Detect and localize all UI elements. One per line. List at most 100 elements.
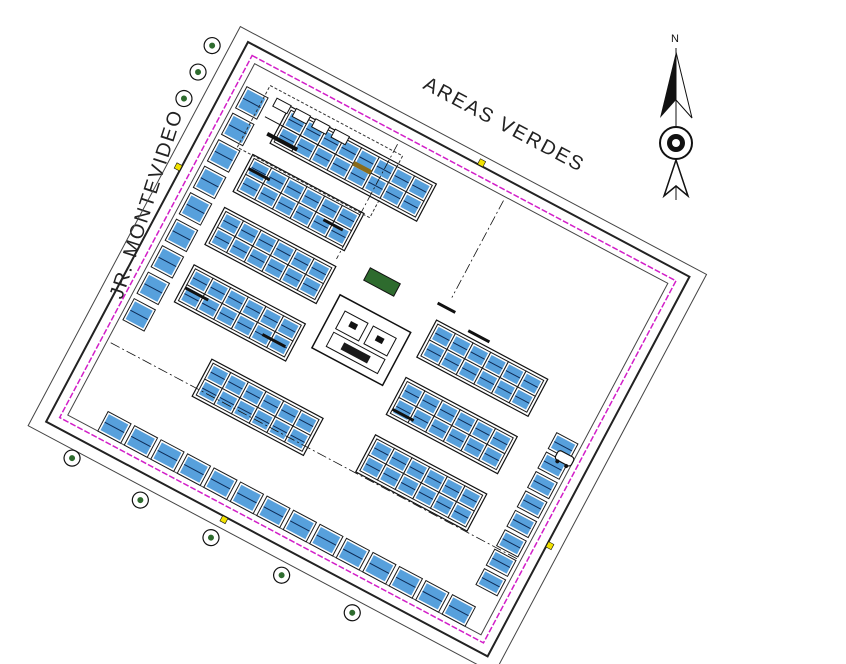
- stall: [379, 181, 407, 209]
- stall: [414, 579, 450, 613]
- stall: [506, 509, 538, 539]
- stall: [256, 495, 291, 529]
- tree-icon: [202, 529, 220, 547]
- stall: [495, 529, 527, 558]
- market-block: [204, 206, 337, 305]
- stall: [178, 191, 213, 226]
- tree-icon: [273, 566, 291, 584]
- tree-icon: [131, 491, 149, 509]
- stall: [547, 431, 579, 461]
- car-icon: [554, 450, 575, 469]
- stall: [361, 172, 390, 199]
- stall: [283, 425, 312, 453]
- market-block: [232, 153, 365, 252]
- stall: [394, 472, 422, 500]
- stall: [136, 271, 171, 306]
- stall: [420, 339, 448, 366]
- outer-wall: [44, 40, 691, 658]
- stall: [248, 406, 276, 434]
- stall: [361, 551, 397, 585]
- stall: [230, 397, 259, 424]
- stall: [220, 112, 255, 147]
- stall: [359, 454, 387, 481]
- stall: [206, 139, 241, 173]
- stall: [287, 248, 315, 275]
- stall: [230, 312, 259, 339]
- market-block: [191, 358, 324, 457]
- tree-icon: [343, 604, 361, 622]
- stall: [213, 387, 241, 415]
- market-block: [354, 434, 488, 532]
- stall: [526, 470, 558, 500]
- stall: [516, 490, 548, 519]
- property-line: [27, 25, 708, 664]
- axis-lines: [110, 143, 518, 560]
- stall: [176, 453, 212, 487]
- central-facility: [310, 293, 412, 387]
- stall: [397, 191, 425, 218]
- stall: [475, 567, 507, 597]
- stall: [485, 548, 517, 578]
- stall: [164, 218, 199, 253]
- stall: [236, 173, 264, 201]
- stall: [490, 376, 519, 404]
- tree-icon: [203, 36, 221, 55]
- stall: [516, 370, 545, 398]
- perimeter-stalls: [97, 86, 579, 627]
- garden-bed: [363, 267, 401, 297]
- stall: [537, 451, 569, 480]
- stall: [388, 565, 424, 599]
- market-block: [415, 319, 549, 418]
- stall: [208, 226, 236, 254]
- perimeter-line: [58, 54, 677, 644]
- stall: [389, 396, 418, 424]
- stall: [122, 297, 157, 332]
- stall: [192, 165, 227, 200]
- stall: [335, 537, 371, 571]
- tree-icon: [175, 89, 193, 108]
- market-block: [173, 263, 307, 362]
- stall: [234, 86, 269, 120]
- market-block: [385, 376, 519, 475]
- stall: [243, 245, 272, 273]
- stall: [254, 183, 282, 210]
- tree-icon: [189, 63, 207, 81]
- site: [27, 25, 708, 664]
- stall: [282, 509, 318, 543]
- stall: [123, 424, 159, 458]
- trees: [63, 36, 361, 622]
- gate-markers: [173, 158, 555, 551]
- stall: [262, 167, 291, 194]
- stall: [412, 482, 440, 509]
- stall: [203, 467, 238, 501]
- tree-icon: [63, 449, 81, 467]
- stall: [195, 378, 223, 406]
- annotation-marks: [184, 167, 491, 422]
- stall: [468, 418, 497, 446]
- stall: [508, 386, 536, 413]
- stall: [477, 443, 506, 471]
- stall: [97, 410, 132, 444]
- stall: [324, 220, 353, 248]
- stall: [229, 481, 265, 515]
- stall: [376, 463, 405, 491]
- stall: [407, 406, 435, 433]
- stall: [195, 293, 223, 321]
- stall: [441, 594, 477, 627]
- north-arrow-icon: N: [659, 33, 693, 200]
- stall: [309, 523, 344, 557]
- stall: [266, 415, 294, 443]
- stall: [296, 273, 325, 301]
- stall: [150, 439, 185, 473]
- stall: [150, 244, 185, 279]
- stall: [269, 238, 298, 266]
- stall: [307, 211, 335, 238]
- stall: [261, 254, 289, 282]
- street-label-north: AREAS VERDES: [420, 73, 589, 177]
- stall: [289, 201, 317, 229]
- service-area: [236, 84, 404, 219]
- stall: [437, 348, 466, 376]
- stall: [447, 501, 475, 528]
- north-label: N: [671, 33, 679, 45]
